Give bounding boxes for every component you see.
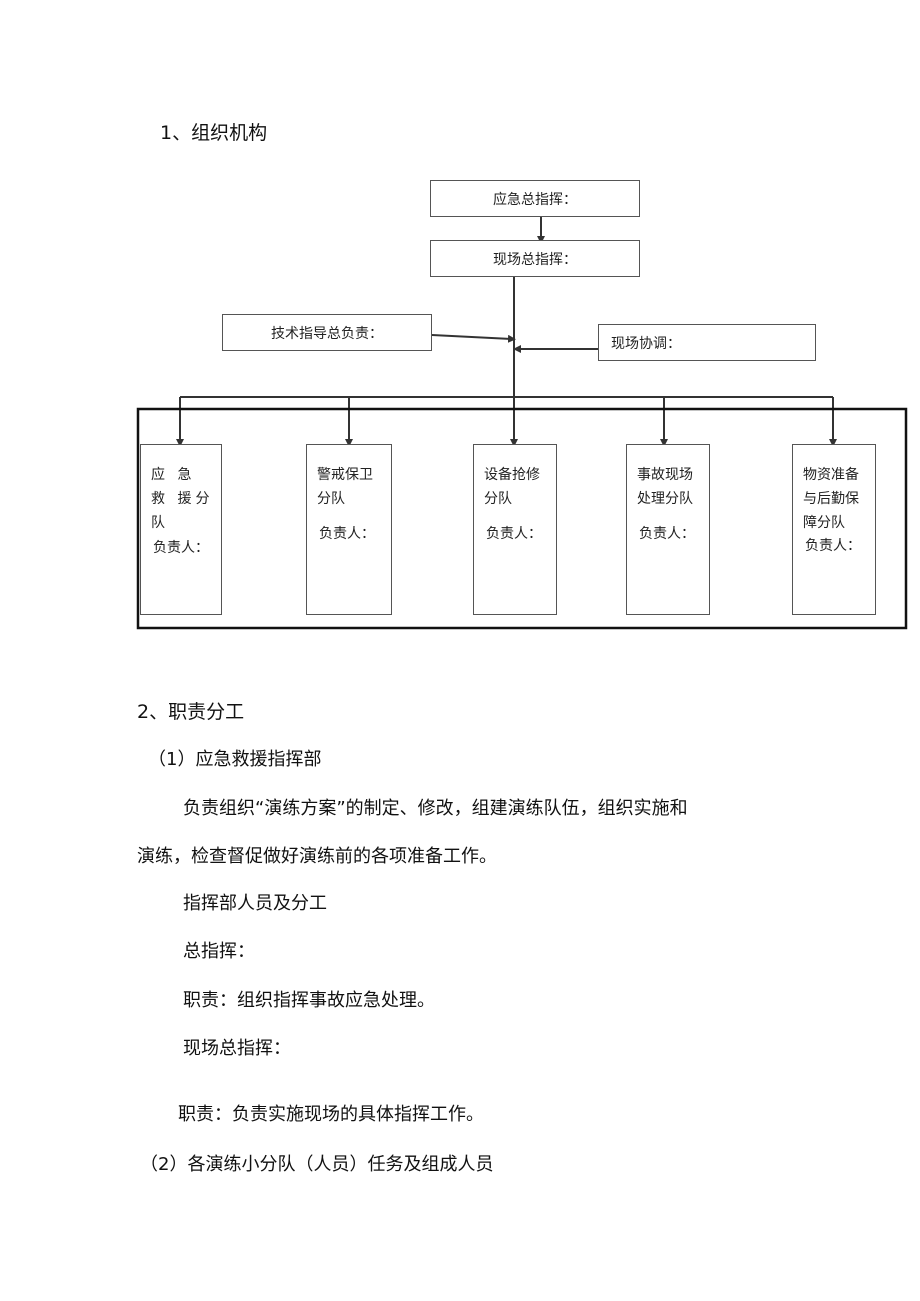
site-chief-label: 现场总指挥： [183, 1038, 291, 1059]
emergency-commander-label: 应急总指挥： [493, 191, 577, 208]
chief-label: 总指挥： [183, 941, 255, 962]
emergency-commander-box: 应急总指挥： [430, 180, 640, 217]
paragraph-line-1: 负责组织“演练方案”的制定、修改，组建演练队伍，组织实施和 [183, 798, 688, 819]
subheading-command: （1）应急救援指挥部 [148, 749, 322, 770]
section-heading-org: 1、组织机构 [160, 122, 268, 144]
unit-name: 警戒保卫分队 [317, 467, 373, 507]
site-coordination-label: 现场协调： [611, 335, 681, 352]
site-commander-box: 现场总指挥： [430, 240, 640, 277]
unit-box-security: 警戒保卫分队 负责人： [306, 444, 392, 615]
unit-name: 物资准备与后勤保障分队 [803, 467, 859, 531]
unit-lead: 负责人： [486, 526, 542, 542]
unit-box-rescue: 应 急 救 援分队 负责人： [140, 444, 222, 615]
unit-lead: 负责人： [319, 526, 375, 542]
tech-lead-label: 技术指导总负责： [271, 325, 383, 342]
unit-box-logistics: 物资准备与后勤保障分队 负责人： [792, 444, 876, 615]
unit-name: 事故现场处理分队 [637, 467, 693, 507]
site-chief-duty: 职责：负责实施现场的具体指挥工作。 [178, 1104, 484, 1125]
unit-name: 应 急 救 援分队 [151, 467, 214, 531]
units-frame [136, 407, 908, 630]
section-heading-duties: 2、职责分工 [137, 701, 245, 723]
unit-lead: 负责人： [153, 540, 209, 556]
unit-lead: 负责人： [805, 538, 861, 554]
unit-lead: 负责人： [639, 526, 695, 542]
unit-box-repair: 设备抢修分队 负责人： [473, 444, 557, 615]
paragraph-line-2: 演练，检查督促做好演练前的各项准备工作。 [137, 846, 497, 867]
site-coordination-box: 现场协调： [598, 324, 816, 361]
subheading-teams: （2）各演练小分队（人员）任务及组成人员 [140, 1154, 494, 1175]
site-commander-label: 现场总指挥： [493, 251, 577, 268]
org-chart-connectors [136, 217, 908, 630]
unit-box-accident: 事故现场处理分队 负责人： [626, 444, 710, 615]
tech-lead-box: 技术指导总负责： [222, 314, 432, 351]
staff-heading: 指挥部人员及分工 [183, 893, 327, 914]
unit-name: 设备抢修分队 [484, 467, 540, 507]
chief-duty: 职责：组织指挥事故应急处理。 [183, 990, 435, 1011]
